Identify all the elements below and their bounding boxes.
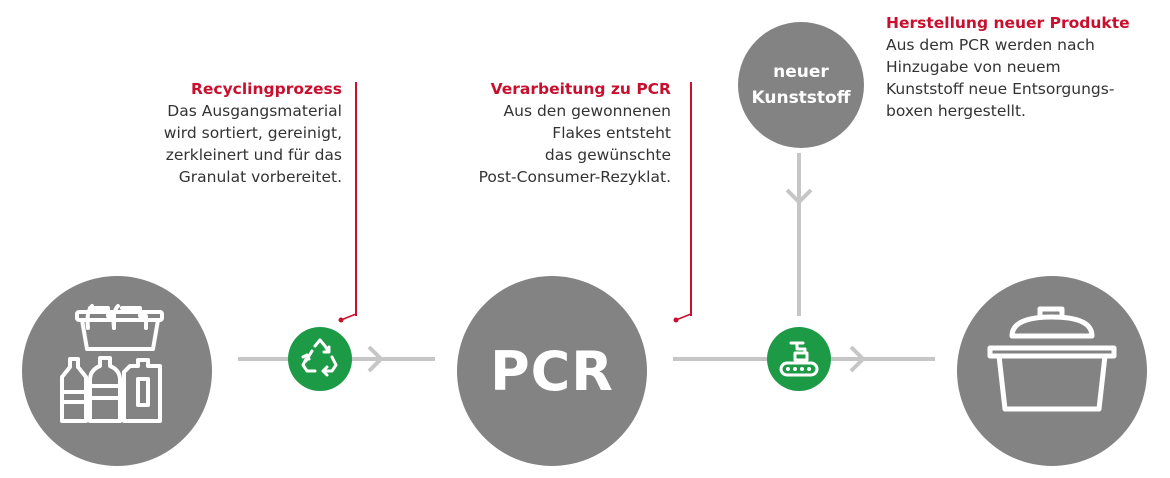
recycling-line-2: wird sortiert, gereinigt,	[163, 124, 342, 142]
recycle-step-badge	[288, 327, 352, 391]
pcr-node: PCR	[457, 276, 647, 466]
conveyor-robot-icon	[779, 341, 819, 377]
pcr-label: PCR	[490, 339, 614, 403]
production-line-2: Hinzugabe von neuem	[886, 58, 1061, 76]
processing-text-block: Verarbeitung zu PCR Aus den gewonnenen F…	[479, 78, 671, 188]
product-node	[957, 276, 1147, 466]
bottles-and-tub-icon	[60, 304, 164, 423]
pointer-line-processing	[690, 82, 692, 316]
pointer-tick-processing	[675, 313, 692, 321]
lidded-box-icon	[987, 306, 1117, 412]
arrow-head-down	[785, 188, 813, 205]
processing-title: Verarbeitung zu PCR	[490, 80, 671, 98]
pointer-line-recycling	[355, 82, 357, 316]
pointer-dot-processing	[673, 317, 679, 323]
processing-line-3: das gewünschte	[544, 146, 671, 164]
recycle-icon	[301, 338, 338, 377]
production-title: Herstellung neuer Produkte	[886, 14, 1130, 32]
arrow-head-2	[849, 345, 866, 373]
recycling-line-1: Das Ausgangsmaterial	[167, 102, 342, 120]
recycling-line-3: zerkleinert und für das	[165, 146, 342, 164]
production-text-block: Herstellung neuer Produkte Aus dem PCR w…	[886, 12, 1130, 122]
raw-material-node	[22, 276, 212, 466]
recycling-line-4: Granulat vorbereitet.	[178, 168, 342, 186]
production-step-badge	[767, 327, 831, 391]
production-line-3: Kunststoff neue Entsorgungs-	[886, 80, 1115, 98]
processing-line-4: Post-Consumer-Rezyklat.	[478, 168, 671, 186]
production-line-1: Aus dem PCR werden nach	[886, 36, 1095, 54]
processing-line-1: Aus den gewonnenen	[503, 102, 671, 120]
pointer-dot-recycling	[338, 317, 344, 323]
connector-line-vertical	[797, 153, 801, 316]
pointer-tick-recycling	[340, 313, 357, 321]
new-plastic-node: neuer Kunststoff	[738, 22, 864, 148]
arrow-head-1	[367, 345, 384, 373]
recycling-text-block: Recyclingprozess Das Ausgangsmaterial wi…	[164, 78, 342, 188]
new-plastic-label: neuer Kunststoff	[751, 59, 850, 111]
production-line-4: boxen hergestellt.	[886, 102, 1026, 120]
processing-line-2: Flakes entsteht	[552, 124, 671, 142]
new-plastic-line-1: neuer	[773, 62, 829, 82]
new-plastic-line-2: Kunststoff	[751, 88, 851, 108]
recycling-title: Recyclingprozess	[190, 80, 342, 98]
